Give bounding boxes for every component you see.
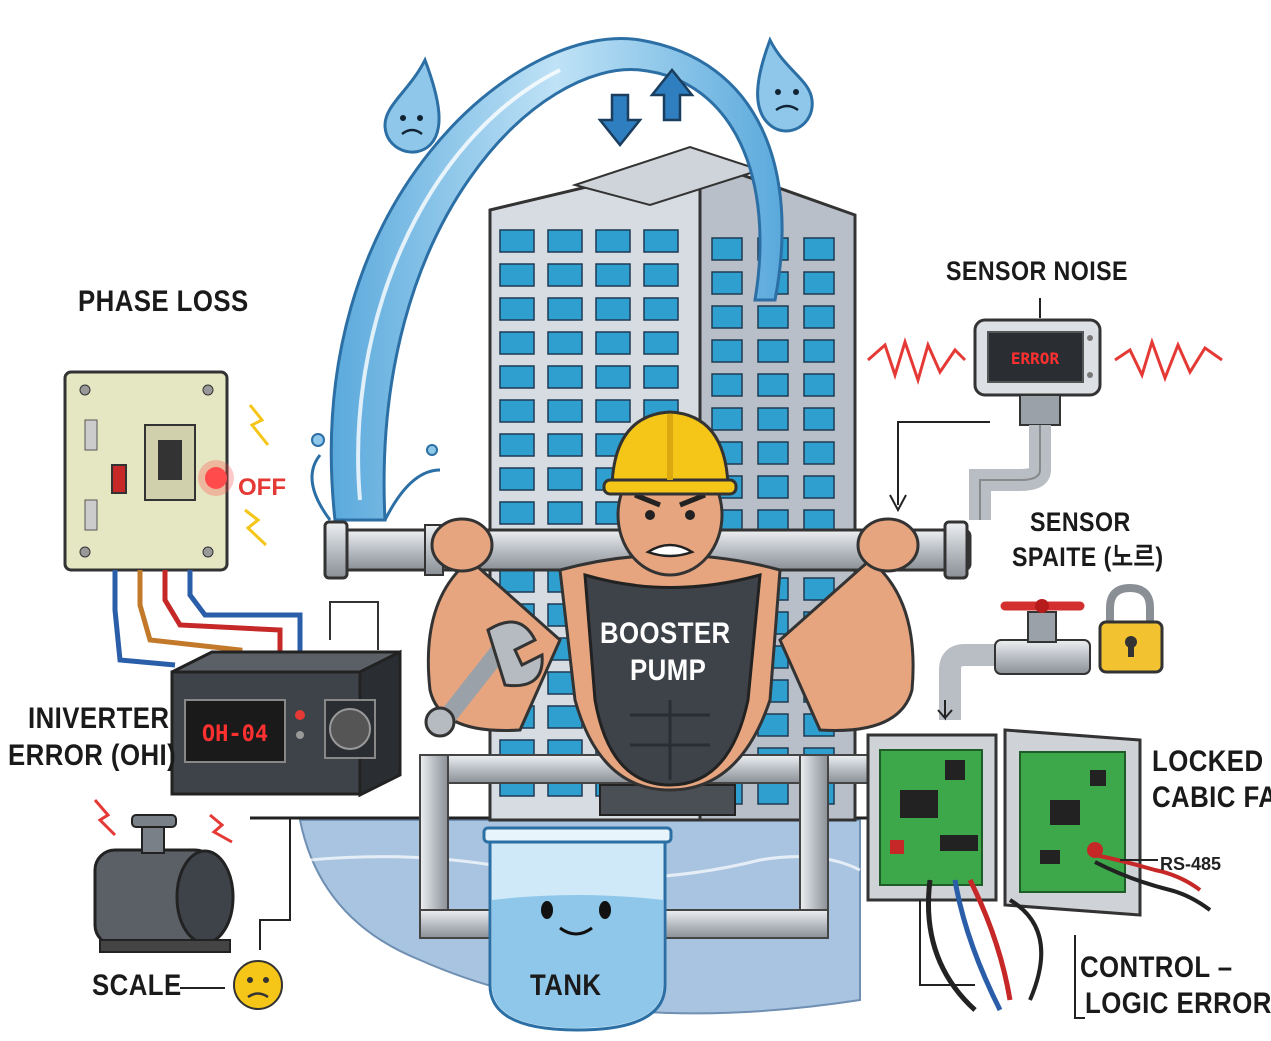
building-window (757, 781, 789, 805)
pressure-sensor (867, 298, 1223, 520)
building-window (547, 467, 583, 491)
building-window (547, 263, 583, 287)
building-window (757, 475, 789, 499)
control-logic-label-line1: CONTROL – (1080, 951, 1233, 984)
padlock-icon (1098, 583, 1164, 674)
building-window (757, 407, 789, 431)
tank-label: TANK (530, 969, 602, 1002)
building-window (547, 433, 583, 457)
inverter-unit (170, 649, 402, 798)
booster-pump-label-line1: BOOSTER (600, 617, 731, 650)
control-box-left (866, 733, 998, 902)
sad-water-drop-right (756, 36, 814, 133)
building-window (499, 501, 535, 525)
sad-water-drop-left (383, 56, 441, 154)
building-window (547, 331, 583, 355)
building-window (643, 365, 679, 389)
control-logic-label-line2: LOGIC ERROR (1085, 987, 1271, 1020)
building-window (499, 569, 535, 593)
building-window (643, 331, 679, 355)
building-window (595, 331, 631, 355)
building-window (595, 229, 631, 253)
breaker-box (63, 370, 379, 668)
building-window (595, 263, 631, 287)
building-window (499, 365, 535, 389)
building-window (711, 237, 743, 261)
inverter-error-label-line2: ERROR (OHI) (8, 739, 177, 772)
cable-bundle (919, 859, 1158, 1019)
building-window (803, 441, 835, 465)
wrench-icon (424, 620, 544, 738)
building-window (803, 407, 835, 431)
building-window (499, 297, 535, 321)
building-window (757, 373, 789, 397)
building-window (803, 373, 835, 397)
building-window (499, 433, 535, 457)
building-window (711, 339, 743, 363)
building-window (803, 237, 835, 261)
building-window (803, 339, 835, 363)
building-window (595, 365, 631, 389)
building-window (711, 373, 743, 397)
building-window (803, 577, 835, 601)
building-window (499, 467, 535, 491)
locked-label-line2: CABIC FAIL (1152, 781, 1271, 814)
sensor-spaite-label-line2: SPAITE (노르) (1012, 542, 1164, 572)
building-window (757, 305, 789, 329)
inverter-display-readout: OH-04 (202, 722, 268, 747)
sensor-display-readout: ERROR (1011, 349, 1060, 368)
building-window (499, 263, 535, 287)
building-window (643, 297, 679, 321)
pressure-arrows-icon (597, 67, 695, 148)
building-window (711, 305, 743, 329)
building-window (595, 399, 631, 423)
motor-icon (93, 799, 235, 953)
building-window (547, 399, 583, 423)
sensor-noise-label: SENSOR NOISE (946, 256, 1128, 286)
building-window (547, 501, 583, 525)
valve-icon (937, 599, 1091, 721)
tank-character (482, 826, 673, 1032)
building-window (803, 271, 835, 295)
booster-pump-character (426, 410, 920, 792)
building-window (711, 271, 743, 295)
control-box-right (1003, 728, 1212, 917)
sad-face-icon (233, 960, 283, 1010)
building-window (499, 229, 535, 253)
scale-label: SCALE (92, 969, 182, 1002)
building-window (757, 441, 789, 465)
building-window (547, 297, 583, 321)
building-window (547, 365, 583, 389)
building-window (499, 399, 535, 423)
water-arc (329, 37, 784, 522)
rs485-label: RS-485 (1160, 854, 1221, 874)
off-label: OFF (238, 474, 286, 501)
building-window (643, 229, 679, 253)
phase-loss-label: PHASE LOSS (78, 285, 249, 318)
building-window (547, 229, 583, 253)
building-window (595, 297, 631, 321)
locked-label-line1: LOCKED – (1152, 745, 1271, 778)
building-window (643, 263, 679, 287)
building-window (499, 331, 535, 355)
booster-pump-label-line2: PUMP (630, 654, 707, 687)
inverter-error-label-line1: INIVERTER (28, 702, 170, 735)
building-window (803, 475, 835, 499)
building-window (711, 407, 743, 431)
building-window (757, 339, 789, 363)
building-window (803, 305, 835, 329)
sensor-spaite-label-line1: SENSOR (1030, 507, 1131, 537)
